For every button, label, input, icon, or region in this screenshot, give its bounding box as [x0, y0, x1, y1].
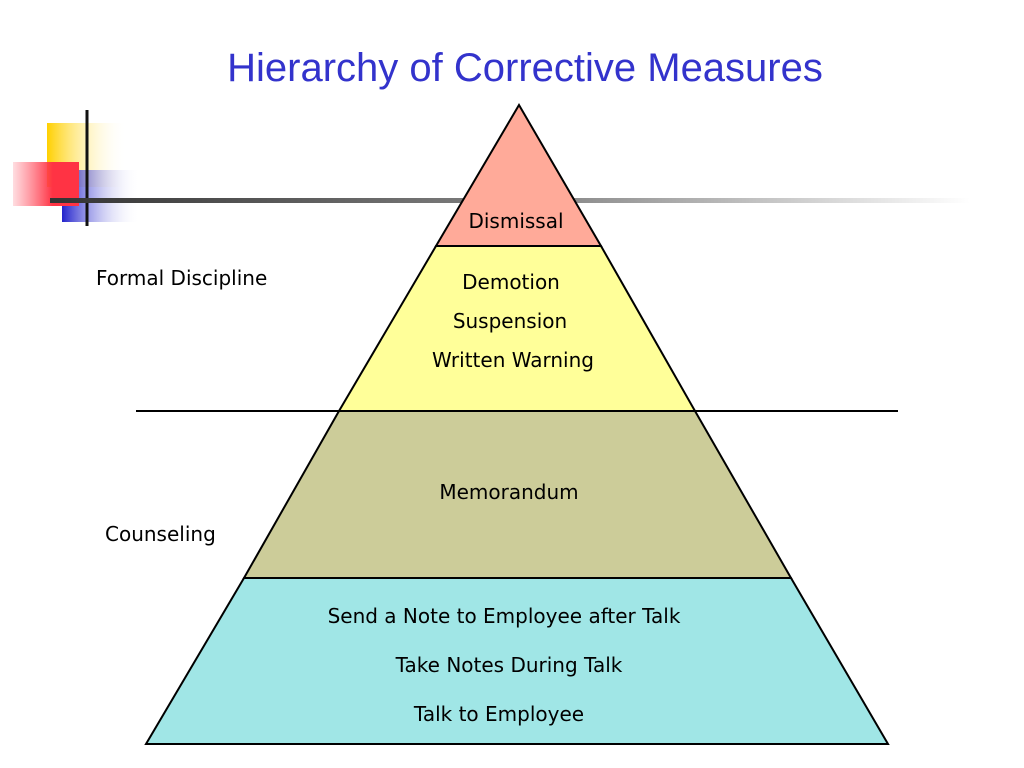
label-counseling: Counseling — [105, 522, 216, 546]
tier-text-talk-to-employee: Talk to Employee — [413, 702, 584, 726]
tier-text-dismissal: Dismissal — [468, 209, 563, 233]
tier-text-take-notes: Take Notes During Talk — [395, 653, 623, 677]
tier-text-demotion: Demotion — [462, 270, 560, 294]
label-formal-discipline: Formal Discipline — [96, 266, 268, 290]
pyramid — [144, 103, 890, 745]
tier-text-suspension: Suspension — [453, 309, 567, 333]
tier-labels: Dismissal Demotion Suspension Written Wa… — [328, 209, 681, 726]
tier-text-written-warning: Written Warning — [432, 348, 594, 372]
tier-text-send-note: Send a Note to Employee after Talk — [328, 604, 681, 628]
tier-text-memorandum: Memorandum — [439, 480, 578, 504]
page-title: Hierarchy of Corrective Measures — [227, 46, 823, 90]
tier-counseling — [144, 577, 890, 745]
